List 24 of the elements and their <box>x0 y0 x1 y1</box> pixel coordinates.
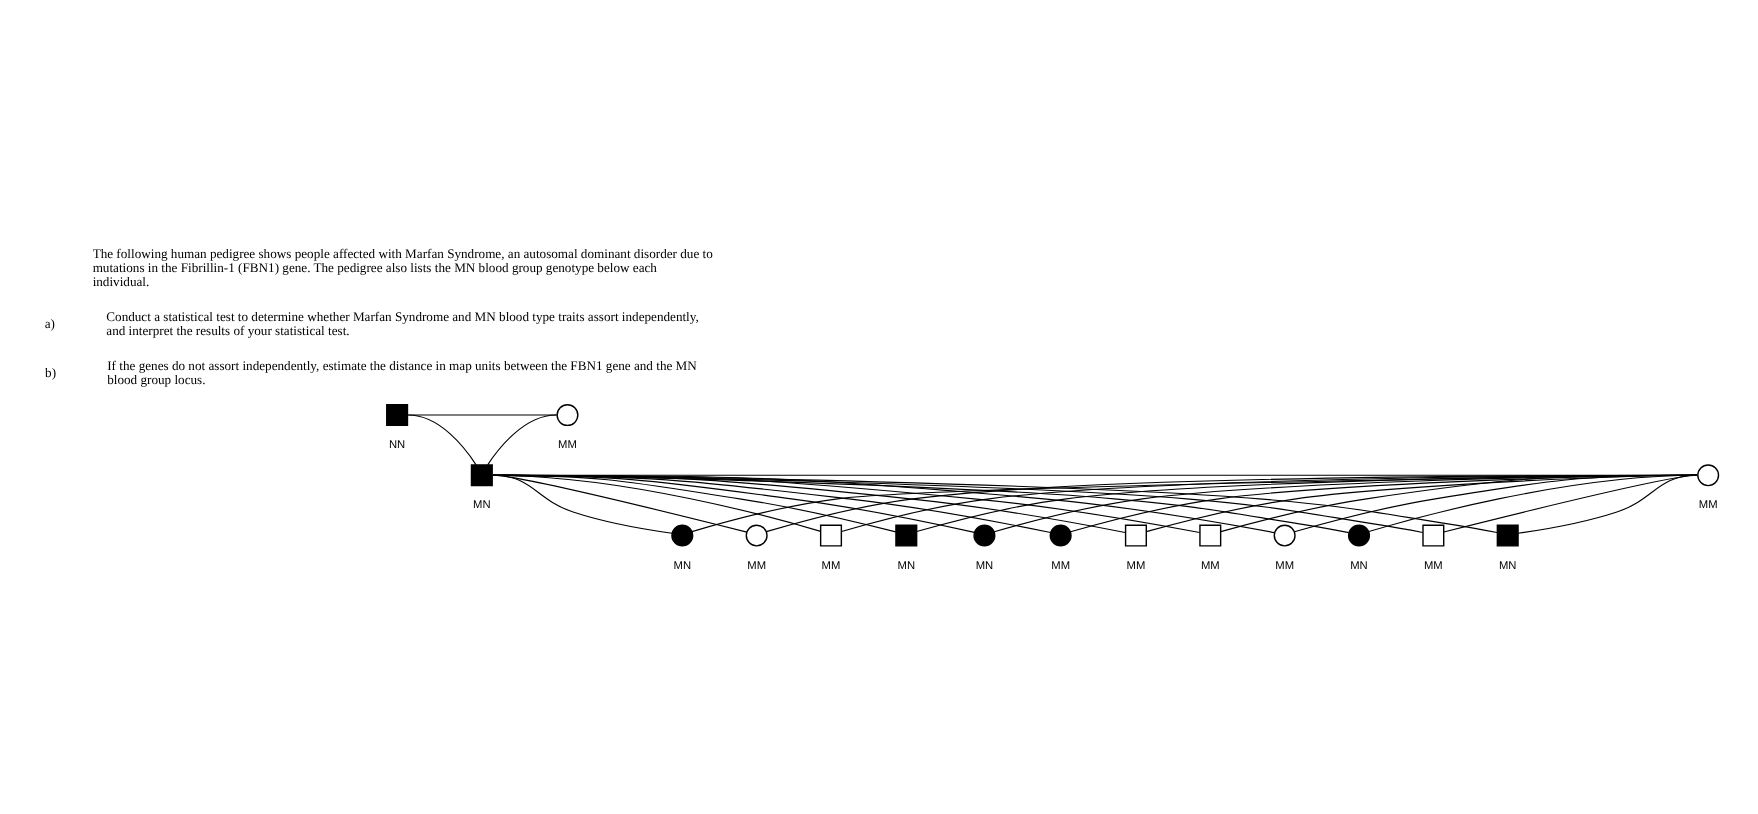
connector <box>407 413 558 415</box>
node-circle <box>1049 523 1072 546</box>
node-box <box>819 523 843 546</box>
node-circle <box>973 523 996 546</box>
node-box <box>1124 523 1147 546</box>
node-circle <box>1347 523 1371 546</box>
node-circle <box>556 403 579 426</box>
connector <box>1293 473 1698 532</box>
node-box <box>1422 523 1445 546</box>
connector <box>487 413 557 465</box>
node-circle <box>1697 463 1720 486</box>
node-circle <box>1273 523 1296 546</box>
node-box <box>895 523 918 546</box>
connector <box>1443 473 1698 532</box>
connector <box>491 473 1699 475</box>
node-box <box>386 403 409 426</box>
connector <box>407 413 477 465</box>
connector <box>1517 473 1698 533</box>
node-box <box>1496 523 1519 546</box>
node-circle <box>671 523 694 546</box>
node-box <box>470 463 493 486</box>
connector <box>1368 473 1698 532</box>
node-box <box>1199 523 1222 546</box>
node-circle <box>745 523 768 546</box>
